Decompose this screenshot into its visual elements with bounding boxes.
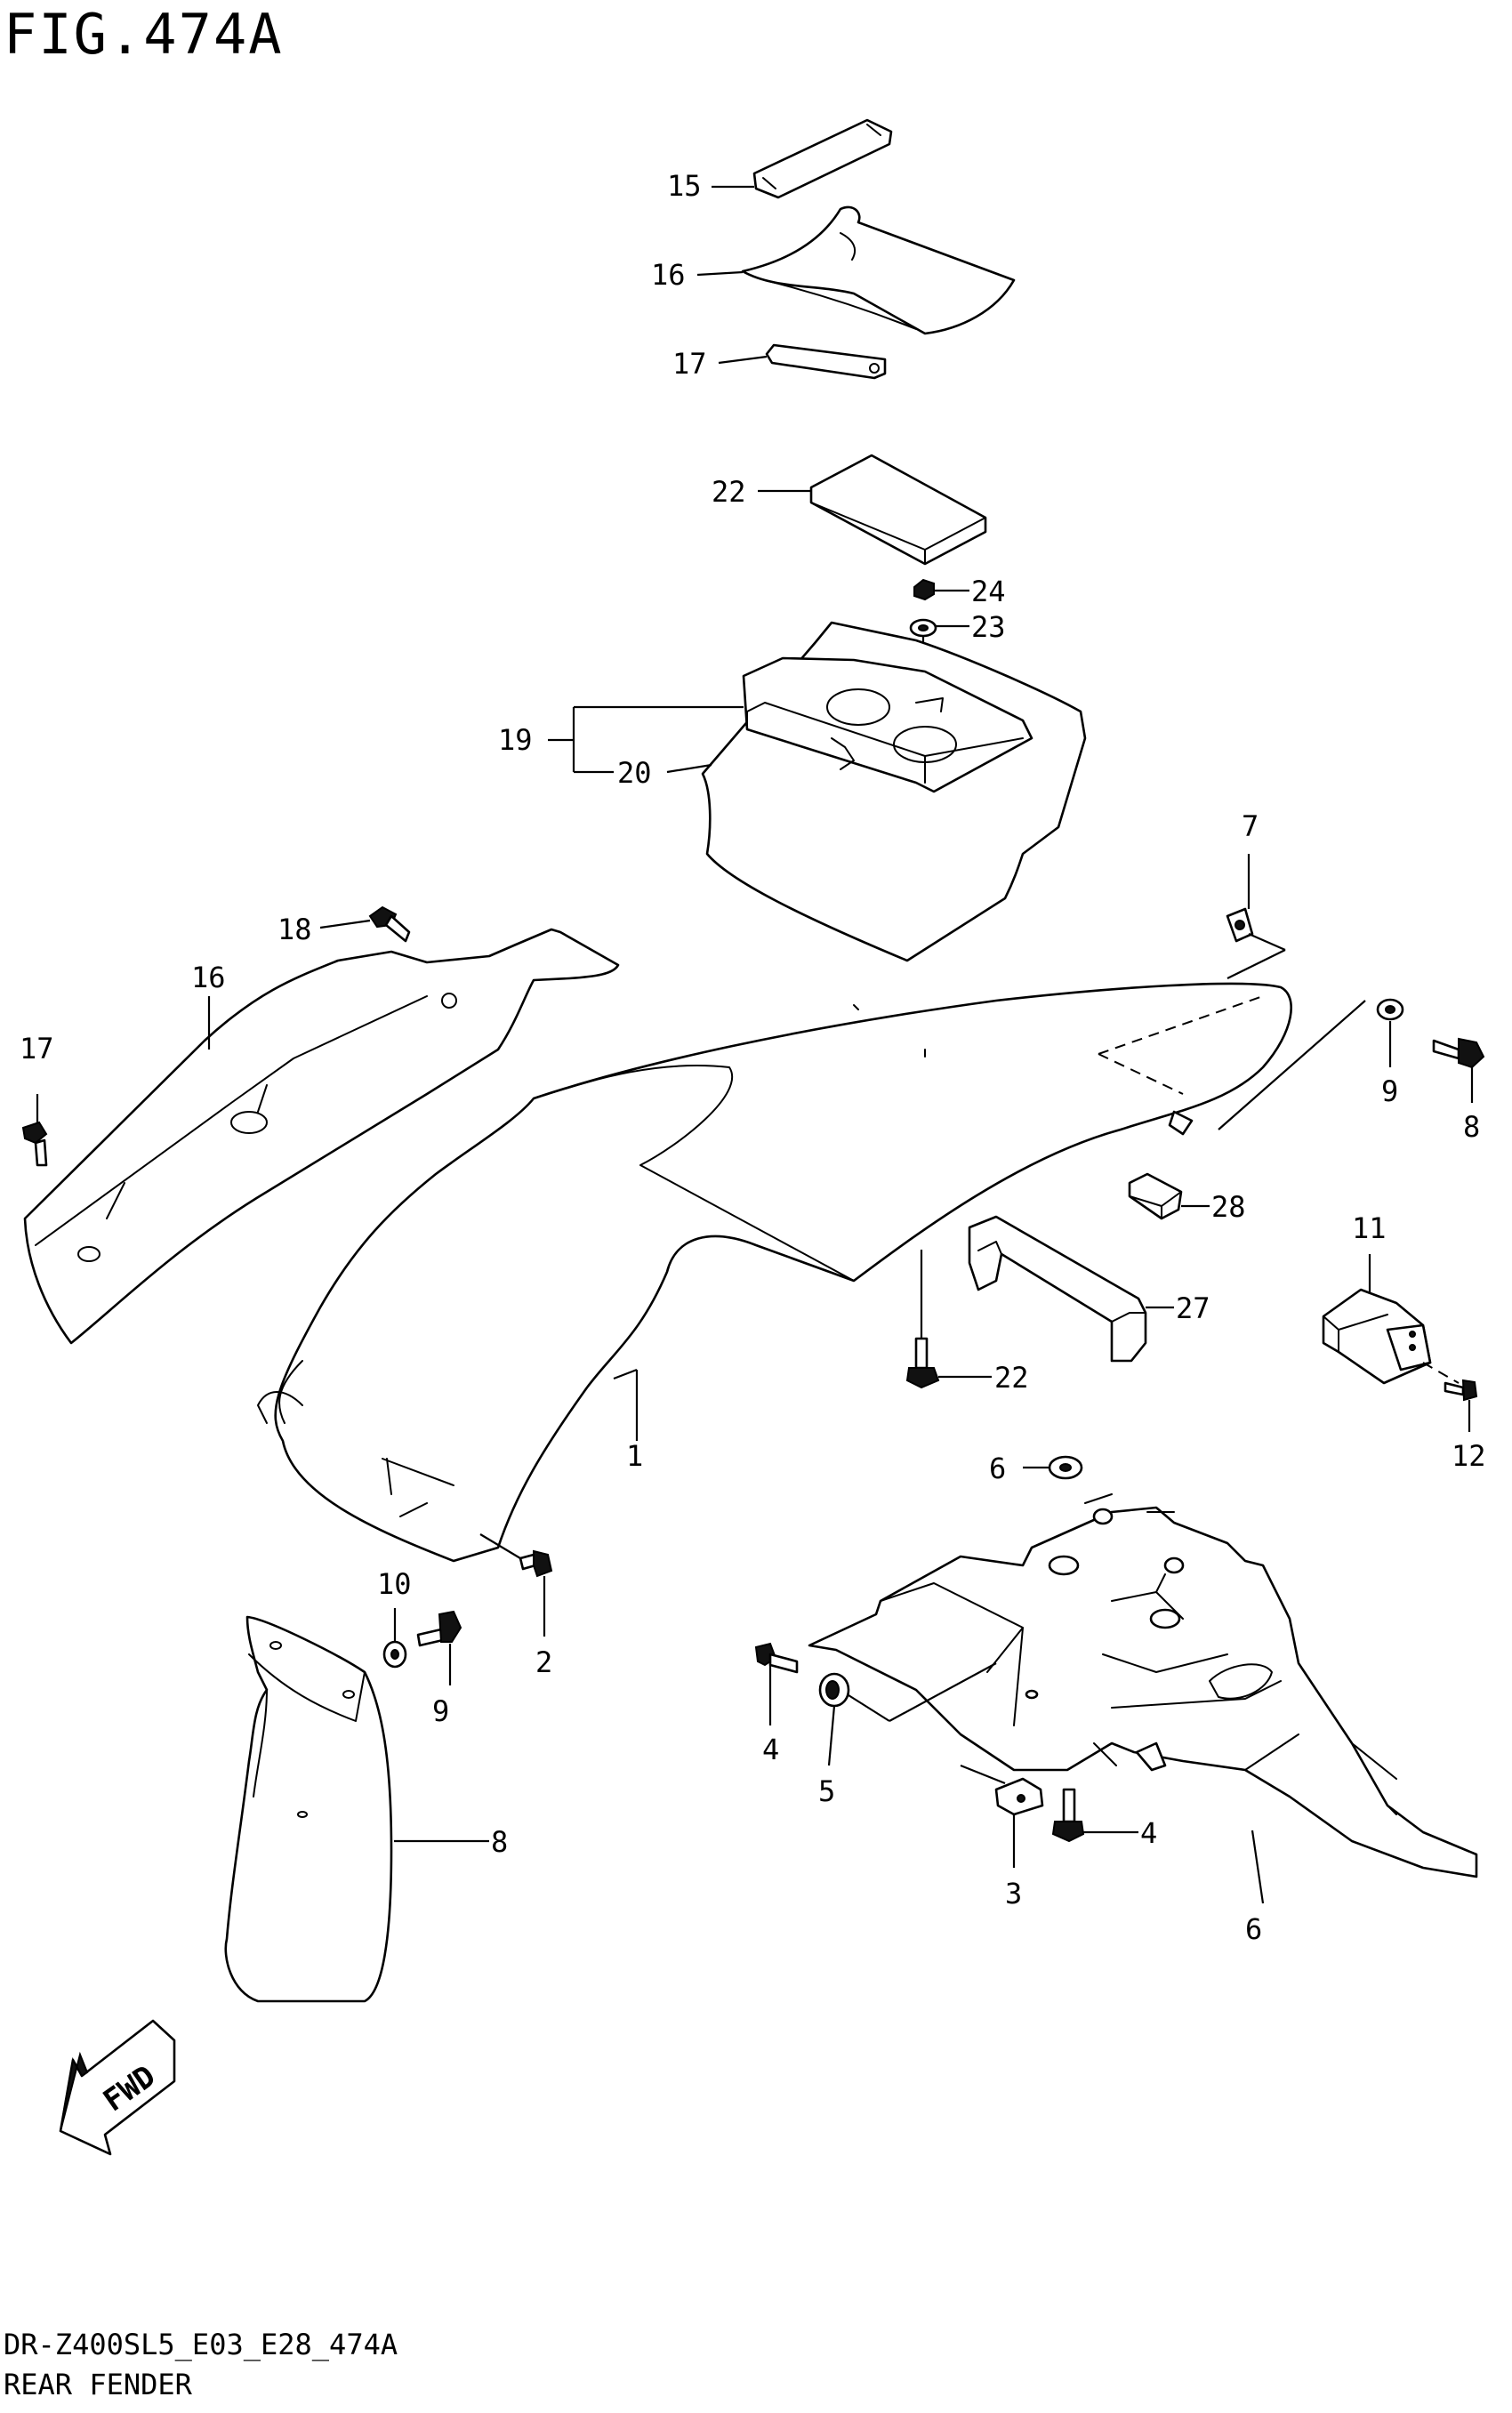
callout-2: 2 (535, 1645, 552, 1679)
part-23-manual (809, 454, 987, 566)
part-25-washer (909, 618, 937, 638)
part-13-relay (1322, 1288, 1432, 1385)
callout-19: 17 (20, 1032, 54, 1066)
callout-28: 28 (1211, 1190, 1246, 1224)
callout-20: 18 (277, 913, 312, 946)
callout-3: 3 (1005, 1877, 1022, 1910)
callout-6: 6 (1245, 1912, 1262, 1946)
callout-12: 10 (377, 1567, 412, 1601)
model-code: DR-Z400SL5_E03_E28_474A (4, 2328, 398, 2361)
part-20-bolt (368, 905, 411, 943)
callout-7: 7 (1242, 809, 1259, 843)
callout-22: 20 (617, 756, 652, 790)
callout-17: 15 (667, 169, 702, 203)
callout-23: 22 (712, 475, 746, 509)
part-4-bolt-left (754, 1642, 799, 1674)
callout-1: 1 (626, 1439, 643, 1473)
callout-13: 11 (1352, 1211, 1387, 1245)
callout-10: 8 (491, 1825, 508, 1859)
part-21-tool-box (742, 656, 1033, 793)
part-18-side-cover (23, 928, 620, 1345)
part-28-pad (1128, 1172, 1183, 1220)
part-16-tool (765, 343, 887, 380)
callout-24: 22 (994, 1361, 1029, 1395)
callout-27: 27 (1176, 1291, 1210, 1325)
callout-5-lower: 5 (818, 1774, 835, 1808)
part-17-strap (752, 118, 893, 199)
callout-16: 17 (672, 347, 707, 381)
figure-title: FIG.474A (4, 2, 284, 67)
part-15-tool-bag (741, 205, 1016, 335)
part-7-clip (1226, 907, 1254, 943)
part-26-nut (913, 578, 935, 601)
part-2-screw (519, 1549, 553, 1578)
callout-4-lower: 4 (1140, 1816, 1157, 1850)
part-10-mudflap (224, 1615, 393, 2003)
callout-26: 24 (971, 575, 1006, 608)
part-5-grommet-upper (1048, 1455, 1083, 1480)
callout-21: 19 (498, 723, 533, 757)
part-12-washer (382, 1640, 407, 1669)
part-9-washer (1376, 998, 1404, 1021)
callout-8: 8 (1463, 1110, 1480, 1144)
callout-11: 9 (432, 1694, 449, 1728)
part-11-bolt (416, 1610, 462, 1647)
part-3-clip-nut (994, 1777, 1044, 1816)
callout-5-upper: 6 (989, 1452, 1006, 1485)
part-6-rear-frame-bracket (808, 1493, 1478, 1878)
section-name: REAR FENDER (4, 2368, 192, 2401)
callout-14: 12 (1452, 1439, 1486, 1473)
callout-4-left: 4 (762, 1733, 779, 1766)
part-24-bolt (905, 1337, 940, 1389)
callout-9: 9 (1381, 1074, 1398, 1108)
part-5-collar-lower (818, 1672, 850, 1708)
callout-15: 16 (651, 258, 686, 292)
part-8-bolt (1432, 1037, 1485, 1069)
part-27-bracket (968, 1215, 1147, 1363)
callout-25: 23 (971, 610, 1006, 644)
part-19-screw (21, 1121, 48, 1167)
part-1-rear-fender (257, 982, 1292, 1563)
part-4-bolt-lower (1051, 1788, 1085, 1843)
fwd-direction-arrow: FWD (59, 2019, 176, 2156)
part-14-screw (1444, 1379, 1478, 1402)
callout-18: 16 (191, 961, 226, 994)
